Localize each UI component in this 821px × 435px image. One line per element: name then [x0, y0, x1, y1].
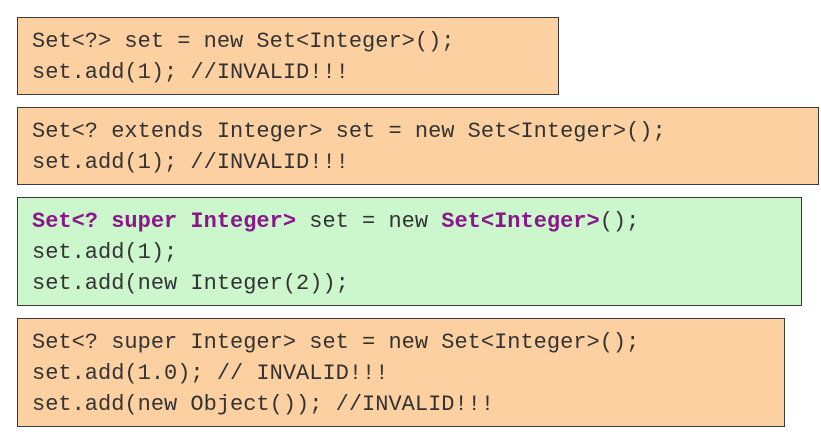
- code-line: Set<? extends Integer> set = new Set<Int…: [32, 119, 666, 144]
- code-line: set.add(1);: [32, 240, 178, 265]
- code-block-super-wildcard-valid: Set<? super Integer> set = new Set<Integ…: [17, 197, 802, 306]
- keyword-type-super-wildcard: Set<? super Integer>: [32, 209, 297, 234]
- code-line: set.add(1); //INVALID!!!: [32, 60, 349, 85]
- keyword-type-set-integer: Set<Integer>: [441, 209, 600, 234]
- code-block-super-wildcard-invalid: Set<? super Integer> set = new Set<Integ…: [17, 318, 785, 427]
- code-line: set.add(new Integer(2));: [32, 271, 349, 296]
- code-fragment: ();: [599, 209, 640, 234]
- code-line: Set<?> set = new Set<Integer>();: [32, 29, 455, 54]
- code-line: set.add(1); //INVALID!!!: [32, 150, 349, 175]
- code-line: Set<? super Integer> set = new Set<Integ…: [32, 330, 640, 355]
- code-line: set.add(1.0); // INVALID!!!: [32, 361, 389, 386]
- code-block-extends-wildcard: Set<? extends Integer> set = new Set<Int…: [17, 107, 819, 185]
- code-block-unbounded-wildcard: Set<?> set = new Set<Integer>(); set.add…: [17, 17, 559, 95]
- code-line: set.add(new Object()); //INVALID!!!: [32, 392, 495, 417]
- code-fragment: set = new: [296, 209, 442, 234]
- code-line-declaration: Set<? super Integer> set = new Set<Integ…: [32, 206, 801, 237]
